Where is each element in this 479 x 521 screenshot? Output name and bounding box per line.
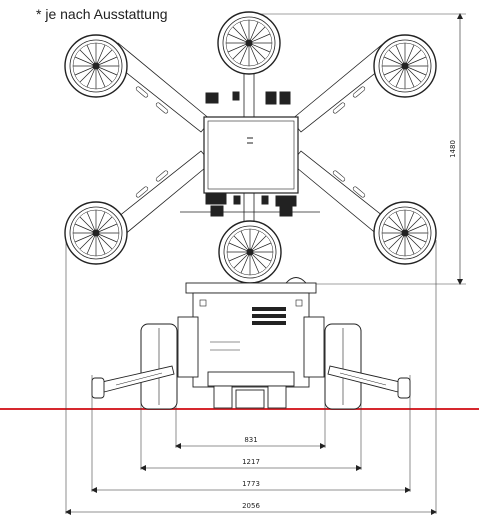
outriggers bbox=[91, 365, 411, 399]
arm-slots bbox=[135, 86, 366, 198]
dim-label-1217: 1217 bbox=[242, 458, 260, 466]
equipment-note: * je nach Ausstattung bbox=[36, 6, 168, 22]
vehicle-details bbox=[199, 299, 303, 351]
suction-cup-bottom-center bbox=[218, 220, 282, 284]
dim-label-1773: 1773 bbox=[242, 480, 260, 488]
suction-cup-bottom-right bbox=[373, 201, 437, 265]
suction-cup-top-right bbox=[373, 34, 437, 98]
dimension-lines bbox=[65, 13, 463, 515]
suction-cup-top-left bbox=[64, 34, 128, 98]
suction-cup-bottom-left bbox=[64, 201, 128, 265]
logo-stripes bbox=[252, 307, 286, 325]
vehicle-body bbox=[177, 277, 325, 409]
dim-label-1480: 1480 bbox=[449, 140, 457, 158]
suction-cup-top-center bbox=[217, 11, 281, 75]
tracks bbox=[140, 323, 362, 410]
dim-label-831: 831 bbox=[244, 436, 257, 444]
dim-label-2056: 2056 bbox=[242, 502, 260, 510]
central-frame bbox=[203, 116, 299, 194]
suction-cups bbox=[64, 11, 437, 284]
valve-blocks bbox=[205, 91, 297, 217]
